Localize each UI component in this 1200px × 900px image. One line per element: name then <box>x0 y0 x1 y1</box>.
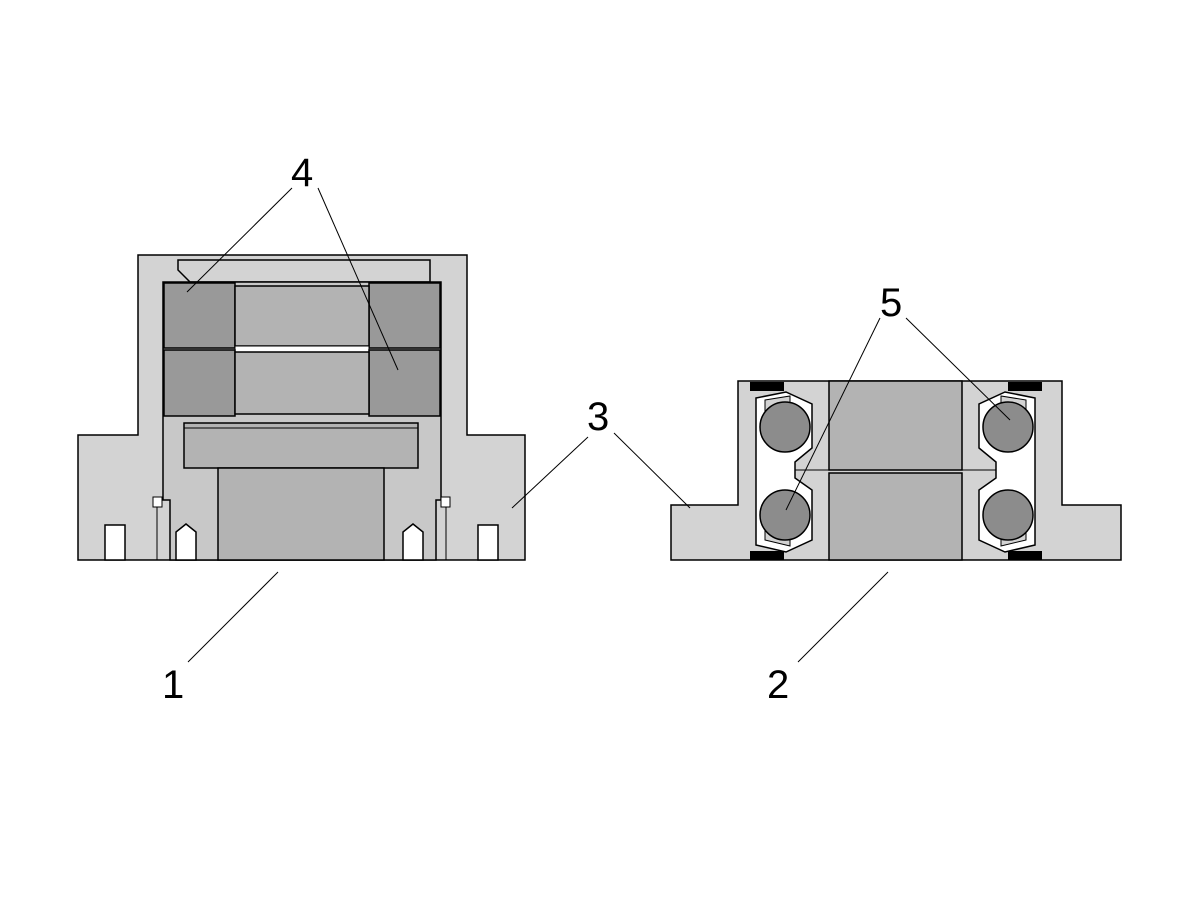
right-ball-top-right <box>982 401 1034 453</box>
leader-5-left <box>785 317 881 511</box>
leader-4-right <box>317 187 399 371</box>
label-balls: 5 <box>880 281 902 325</box>
leader-5-right <box>905 317 1011 421</box>
right-seal-bottom-right <box>1008 551 1042 560</box>
left-pin-left <box>175 523 197 561</box>
left-center-block-bottom <box>234 351 370 415</box>
left-center-block-top <box>234 285 370 347</box>
left-roller-bottom-right <box>368 349 441 417</box>
leader-3-right <box>613 432 691 509</box>
right-seal-top-left <box>750 382 784 391</box>
right-ball-top-left <box>759 401 811 453</box>
left-roller-bottom-left <box>163 349 236 417</box>
leader-4-left <box>186 187 293 293</box>
left-pin-right <box>402 523 424 561</box>
leader-3 <box>511 436 589 509</box>
right-ball-bottom-left <box>759 489 811 541</box>
right-seal-top-right <box>1008 382 1042 391</box>
left-roller-top-right <box>368 282 441 349</box>
left-slot-outer-right <box>477 524 499 561</box>
right-assembly <box>670 380 1122 561</box>
left-shaft-block <box>217 467 385 561</box>
right-ball-bottom-right <box>982 489 1034 541</box>
left-wire-clip-left <box>152 496 163 508</box>
left-slot-outer-left <box>104 524 126 561</box>
leader-lines <box>186 187 1011 663</box>
right-center-block-bottom <box>828 472 963 561</box>
leader-1 <box>187 571 279 663</box>
leader-2 <box>797 571 889 663</box>
left-center-gap <box>234 345 370 353</box>
right-seal-bottom-left <box>750 551 784 560</box>
left-assembly <box>77 254 526 561</box>
left-wire-clip-right <box>440 496 451 508</box>
left-roller-top-left <box>163 282 236 349</box>
left-lower-plate <box>183 422 419 469</box>
label-rollers: 4 <box>291 151 313 195</box>
label-assembly-right: 2 <box>767 663 789 707</box>
label-housing: 3 <box>587 395 609 439</box>
right-center-block-top <box>828 380 963 471</box>
label-assembly-left: 1 <box>162 663 184 707</box>
